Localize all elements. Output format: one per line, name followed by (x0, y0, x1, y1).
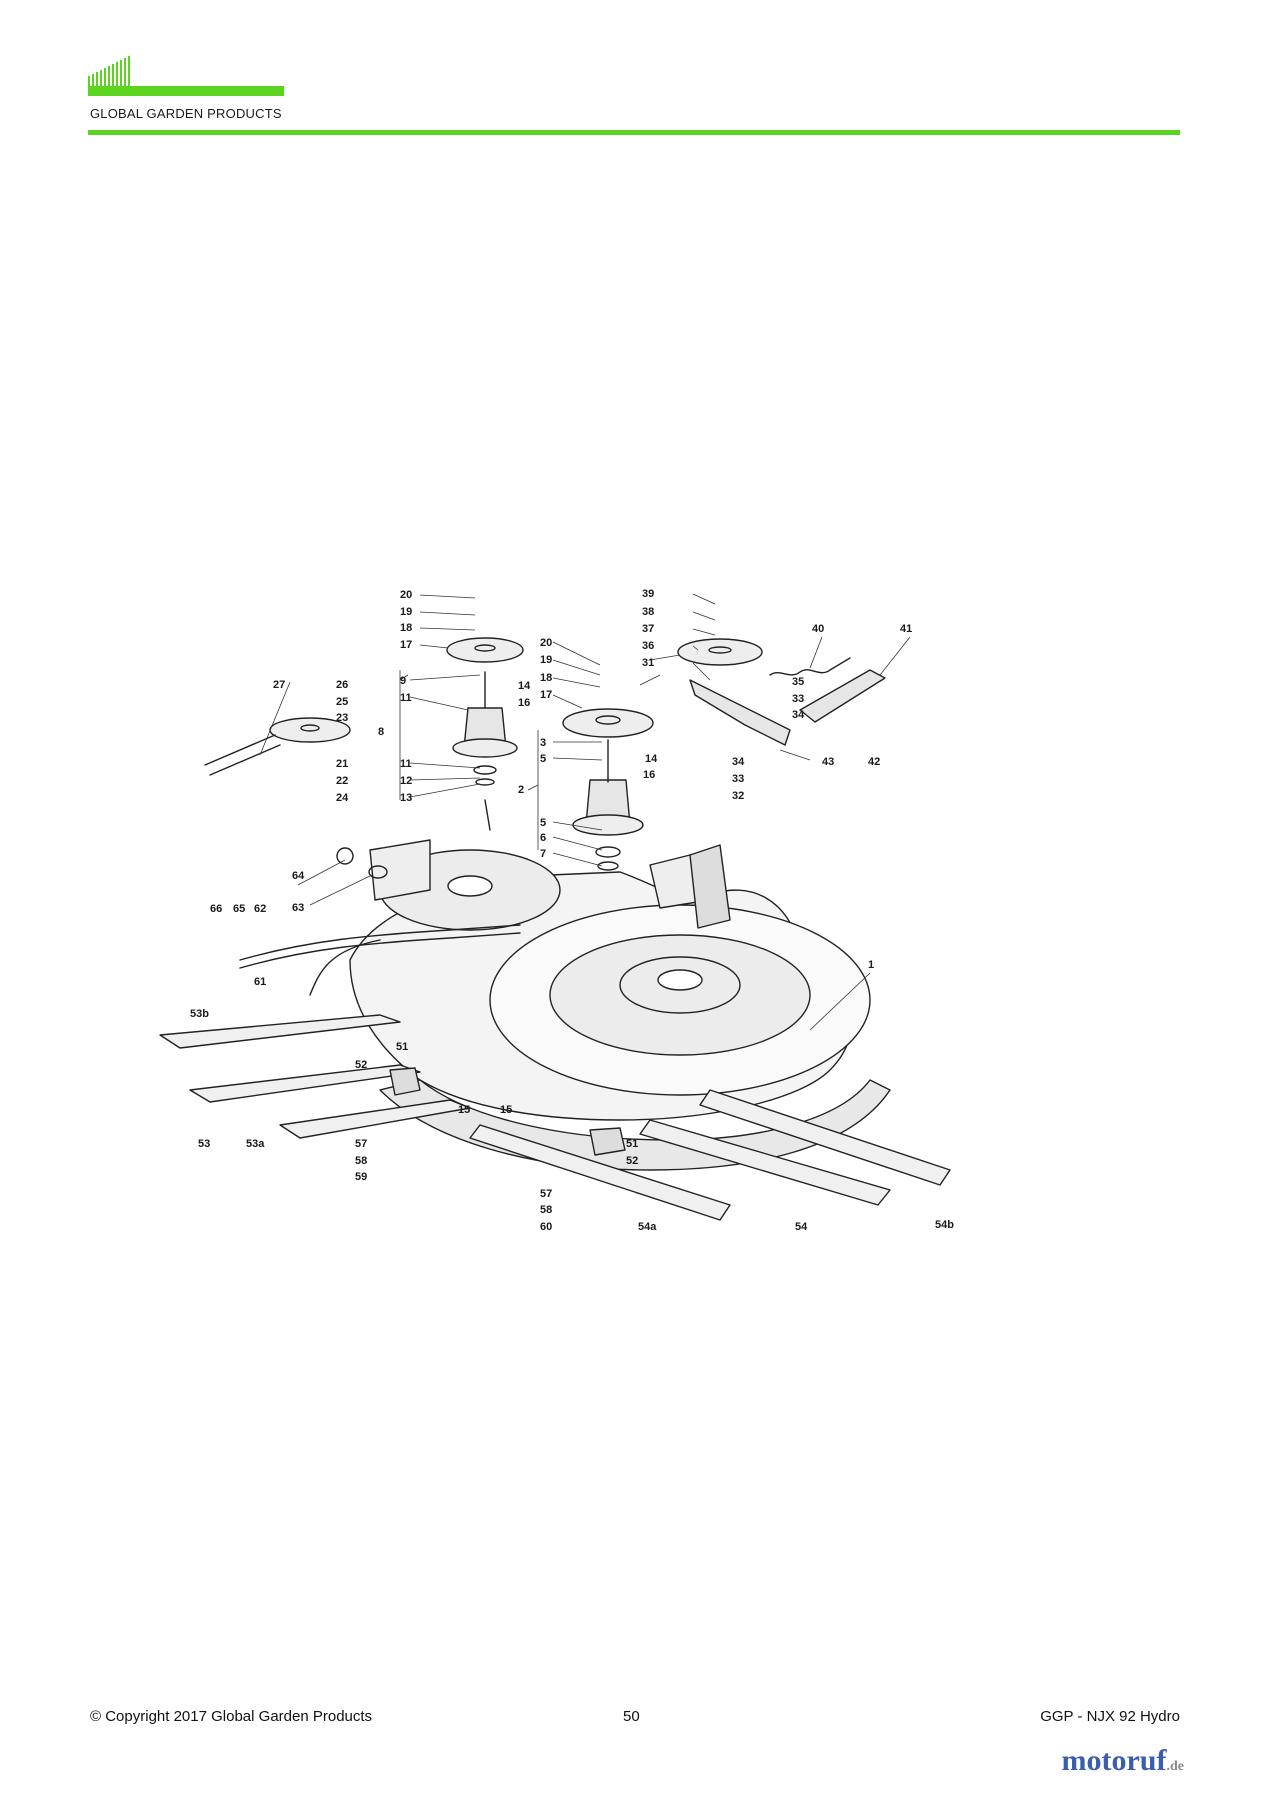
callout-58b: 58 (540, 1204, 552, 1216)
callout-57: 57 (355, 1138, 367, 1150)
callout-11b: 11 (400, 758, 412, 770)
callout-6: 6 (540, 832, 546, 844)
callout-65: 65 (233, 903, 245, 915)
callout-33: 33 (792, 693, 804, 705)
blade-54b (699, 1089, 951, 1186)
callout-53: 53 (198, 1138, 210, 1150)
footer-copyright: © Copyright 2017 Global Garden Products (90, 1708, 373, 1725)
page-number: 50 (623, 1708, 640, 1725)
blade-53b (159, 1014, 401, 1049)
callout-2: 2 (518, 784, 524, 796)
callout-16: 16 (518, 697, 530, 709)
callout-23: 23 (336, 712, 348, 724)
callout-38: 38 (642, 606, 654, 618)
callout-54b: 54b (935, 1219, 954, 1231)
callout-5b: 5 (540, 817, 546, 829)
callout-19: 19 (400, 606, 412, 618)
watermark-tld: .de (1166, 1759, 1185, 1774)
callout-24: 24 (336, 792, 349, 804)
callout-37: 37 (642, 623, 654, 635)
brand-name: GLOBAL GARDEN PRODUCTS (90, 106, 282, 121)
callout-18: 18 (400, 622, 412, 634)
callout-34: 34 (792, 709, 805, 721)
callout-39: 39 (642, 588, 654, 600)
motoruf-watermark: motoruf.de (1062, 1744, 1184, 1778)
callout-54: 54 (795, 1221, 808, 1233)
callout-7: 7 (540, 848, 546, 860)
callout-61: 61 (254, 976, 266, 988)
callout-36: 36 (642, 640, 654, 652)
callout-17b: 17 (540, 689, 552, 701)
callout-8: 8 (378, 726, 384, 738)
callout-5: 5 (540, 753, 546, 765)
callout-34b: 34 (732, 756, 745, 768)
callout-59: 59 (355, 1171, 367, 1183)
blade-54a (469, 1124, 731, 1221)
callout-27: 27 (273, 679, 285, 691)
blade-53 (189, 1064, 421, 1103)
callout-14b: 14 (645, 753, 658, 765)
callout-51b: 51 (626, 1138, 638, 1150)
callout-32: 32 (732, 790, 744, 802)
callout-labels: 20 19 18 17 9 11 8 11 12 13 14 16 27 26 … (190, 588, 954, 1233)
callout-13: 13 (400, 792, 412, 804)
ggp-logo (88, 56, 284, 96)
callout-54a: 54a (638, 1221, 657, 1233)
callout-43: 43 (822, 756, 834, 768)
callout-57b: 57 (540, 1188, 552, 1200)
callout-62: 62 (254, 903, 266, 915)
callout-15: 15 (458, 1104, 470, 1116)
callout-16b: 16 (643, 769, 655, 781)
callout-33b: 33 (732, 773, 744, 785)
callout-20b: 20 (540, 637, 552, 649)
callout-40: 40 (812, 623, 824, 635)
callout-64: 64 (292, 870, 305, 882)
callout-21: 21 (336, 758, 348, 770)
watermark-brand: motoruf (1061, 1744, 1167, 1777)
callout-14: 14 (518, 680, 531, 692)
callout-60: 60 (540, 1221, 552, 1233)
blade-54 (639, 1119, 891, 1206)
callout-leaders (259, 593, 911, 1031)
logo-stripes-icon (88, 56, 130, 94)
footer-model: GGP - NJX 92 Hydro (1040, 1708, 1180, 1725)
diagram-drawing (159, 637, 951, 1221)
callout-42: 42 (868, 756, 880, 768)
header-rule (88, 130, 1180, 135)
callout-66: 66 (210, 903, 222, 915)
exploded-parts-diagram: 20 19 18 17 9 11 8 11 12 13 14 16 27 26 … (159, 588, 954, 1233)
callout-52b: 52 (626, 1155, 638, 1167)
callout-18b: 18 (540, 672, 552, 684)
callout-22: 22 (336, 775, 348, 787)
callout-31: 31 (642, 657, 654, 669)
callout-41: 41 (900, 623, 912, 635)
blade-53a (279, 1099, 471, 1139)
callout-1: 1 (868, 959, 874, 971)
callout-26: 26 (336, 679, 348, 691)
callout-58: 58 (355, 1155, 367, 1167)
callout-20: 20 (400, 589, 412, 601)
callout-12: 12 (400, 775, 412, 787)
callout-9: 9 (400, 675, 406, 687)
callout-3: 3 (540, 737, 546, 749)
callout-11: 11 (400, 692, 412, 704)
callout-51: 51 (396, 1041, 408, 1053)
callout-53b: 53b (190, 1008, 209, 1020)
callout-15b: 15 (500, 1104, 512, 1116)
callout-25: 25 (336, 696, 348, 708)
logo-bar (88, 86, 284, 96)
callout-63: 63 (292, 902, 304, 914)
callout-17: 17 (400, 639, 412, 651)
callout-52: 52 (355, 1059, 367, 1071)
callout-35: 35 (792, 676, 804, 688)
callout-19b: 19 (540, 654, 552, 666)
callout-53a: 53a (246, 1138, 265, 1150)
